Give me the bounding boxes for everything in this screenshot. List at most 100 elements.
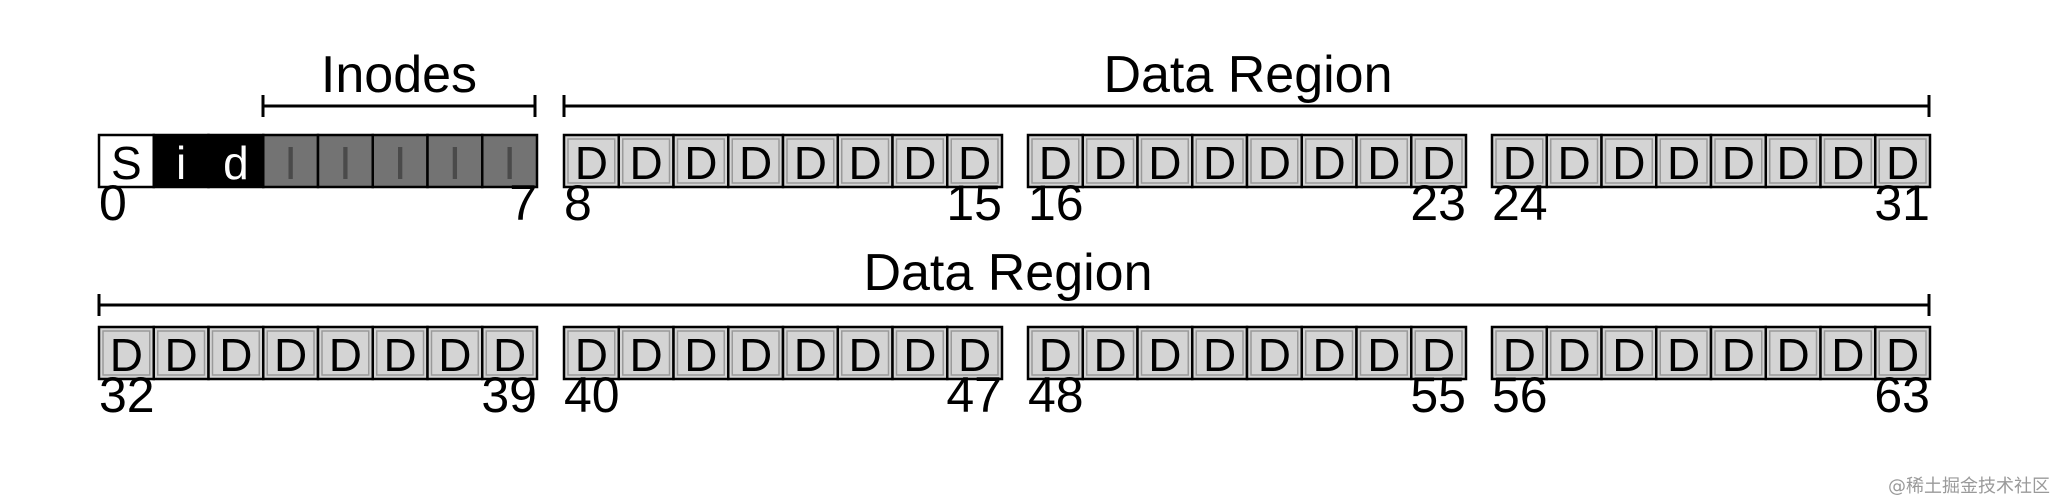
data-block-label: D bbox=[1612, 329, 1645, 381]
data-block-inset bbox=[1086, 138, 1135, 184]
data-block-inset bbox=[1414, 330, 1463, 376]
data-block-inset bbox=[1714, 330, 1763, 376]
data-block-inset bbox=[841, 330, 890, 376]
data-block-inset bbox=[1550, 138, 1599, 184]
data-block bbox=[1081, 133, 1139, 189]
data-region-bracket-row2 bbox=[97, 294, 1931, 316]
inode-block bbox=[262, 133, 320, 189]
data-block-label: D bbox=[110, 329, 143, 381]
data-block-inset bbox=[1823, 330, 1872, 376]
data-block-inset bbox=[786, 330, 835, 376]
data-block-inset bbox=[676, 330, 725, 376]
data-block-inset bbox=[731, 138, 780, 184]
data-region-label-row2: Data Region bbox=[863, 244, 1152, 302]
data-block-inset bbox=[321, 330, 370, 376]
data-block-inset bbox=[1305, 330, 1354, 376]
data-block-label: D bbox=[630, 329, 663, 381]
data-block-inset bbox=[676, 138, 725, 184]
data-block bbox=[946, 325, 1004, 381]
data-block-label: D bbox=[1203, 329, 1236, 381]
data-block-inset bbox=[1604, 138, 1653, 184]
data-block-label: D bbox=[1503, 137, 1536, 189]
data-block-inset bbox=[1195, 138, 1244, 184]
data-block-inset bbox=[1878, 138, 1927, 184]
data-block-label: D bbox=[329, 329, 362, 381]
data-block bbox=[727, 133, 785, 189]
data-block-inset bbox=[1659, 138, 1708, 184]
data-block-label: D bbox=[903, 137, 936, 189]
data-block-inset bbox=[1359, 330, 1408, 376]
block-index-start: 48 bbox=[1028, 367, 1084, 423]
data-block-inset bbox=[622, 330, 671, 376]
data-block bbox=[1709, 325, 1767, 381]
data-block-inset bbox=[1550, 330, 1599, 376]
data-block-inset bbox=[1659, 330, 1708, 376]
data-block-label: D bbox=[1831, 329, 1864, 381]
data-block bbox=[1874, 133, 1932, 189]
data-block-inset bbox=[1086, 330, 1135, 376]
data-block-inset bbox=[1823, 138, 1872, 184]
data-block-inset bbox=[211, 330, 260, 376]
block-index-start: 8 bbox=[564, 175, 592, 231]
data-block-inset bbox=[1305, 138, 1354, 184]
data-block-label: D bbox=[1831, 137, 1864, 189]
data-block-label: D bbox=[1422, 329, 1455, 381]
block-index-end: 47 bbox=[946, 367, 1002, 423]
data-block-inset bbox=[567, 138, 616, 184]
data-block-label: D bbox=[1313, 329, 1346, 381]
inode-block-label: I bbox=[394, 137, 407, 189]
bitmap-block bbox=[152, 133, 210, 189]
data-block-label: D bbox=[1612, 137, 1645, 189]
data-region-bracket-row1 bbox=[562, 95, 1931, 117]
data-block bbox=[1490, 133, 1548, 189]
data-block-inset bbox=[157, 330, 206, 376]
data-block-label: D bbox=[1722, 137, 1755, 189]
data-block-label: D bbox=[1886, 137, 1919, 189]
inode-block bbox=[371, 133, 429, 189]
data-block bbox=[891, 133, 949, 189]
data-block-label: D bbox=[493, 329, 526, 381]
data-block bbox=[891, 325, 949, 381]
data-block bbox=[562, 325, 620, 381]
data-block bbox=[1410, 133, 1468, 189]
data-block-inset bbox=[1359, 138, 1408, 184]
data-block-label: D bbox=[630, 137, 663, 189]
inode-block bbox=[481, 133, 539, 189]
block-index-start: 32 bbox=[99, 367, 155, 423]
data-block-label: D bbox=[1558, 329, 1591, 381]
data-block-inset bbox=[1140, 330, 1189, 376]
data-block bbox=[481, 325, 539, 381]
data-block bbox=[836, 133, 894, 189]
data-block-inset bbox=[622, 138, 671, 184]
watermark-text: @稀土掘金技术社区 bbox=[1888, 476, 2050, 497]
data-block-inset bbox=[1714, 138, 1763, 184]
data-block bbox=[672, 325, 730, 381]
data-block-label: D bbox=[1422, 137, 1455, 189]
data-block-label: D bbox=[1558, 137, 1591, 189]
data-block-inset bbox=[786, 138, 835, 184]
data-block bbox=[1136, 133, 1194, 189]
data-block-label: D bbox=[739, 329, 772, 381]
data-block-inset bbox=[895, 330, 944, 376]
data-block-label: D bbox=[384, 329, 417, 381]
block-index-end: 23 bbox=[1410, 175, 1466, 231]
data-block-inset bbox=[430, 330, 479, 376]
data-block bbox=[1764, 133, 1822, 189]
data-block-label: D bbox=[1258, 137, 1291, 189]
data-block-inset bbox=[1604, 330, 1653, 376]
data-block-inset bbox=[950, 138, 999, 184]
data-block-label: D bbox=[1258, 329, 1291, 381]
data-block bbox=[836, 325, 894, 381]
block-index-start: 0 bbox=[99, 175, 127, 231]
data-block bbox=[1300, 325, 1358, 381]
data-block-label: D bbox=[794, 137, 827, 189]
data-block-label: D bbox=[165, 329, 198, 381]
data-block-inset bbox=[841, 138, 890, 184]
block-index-start: 16 bbox=[1028, 175, 1084, 231]
